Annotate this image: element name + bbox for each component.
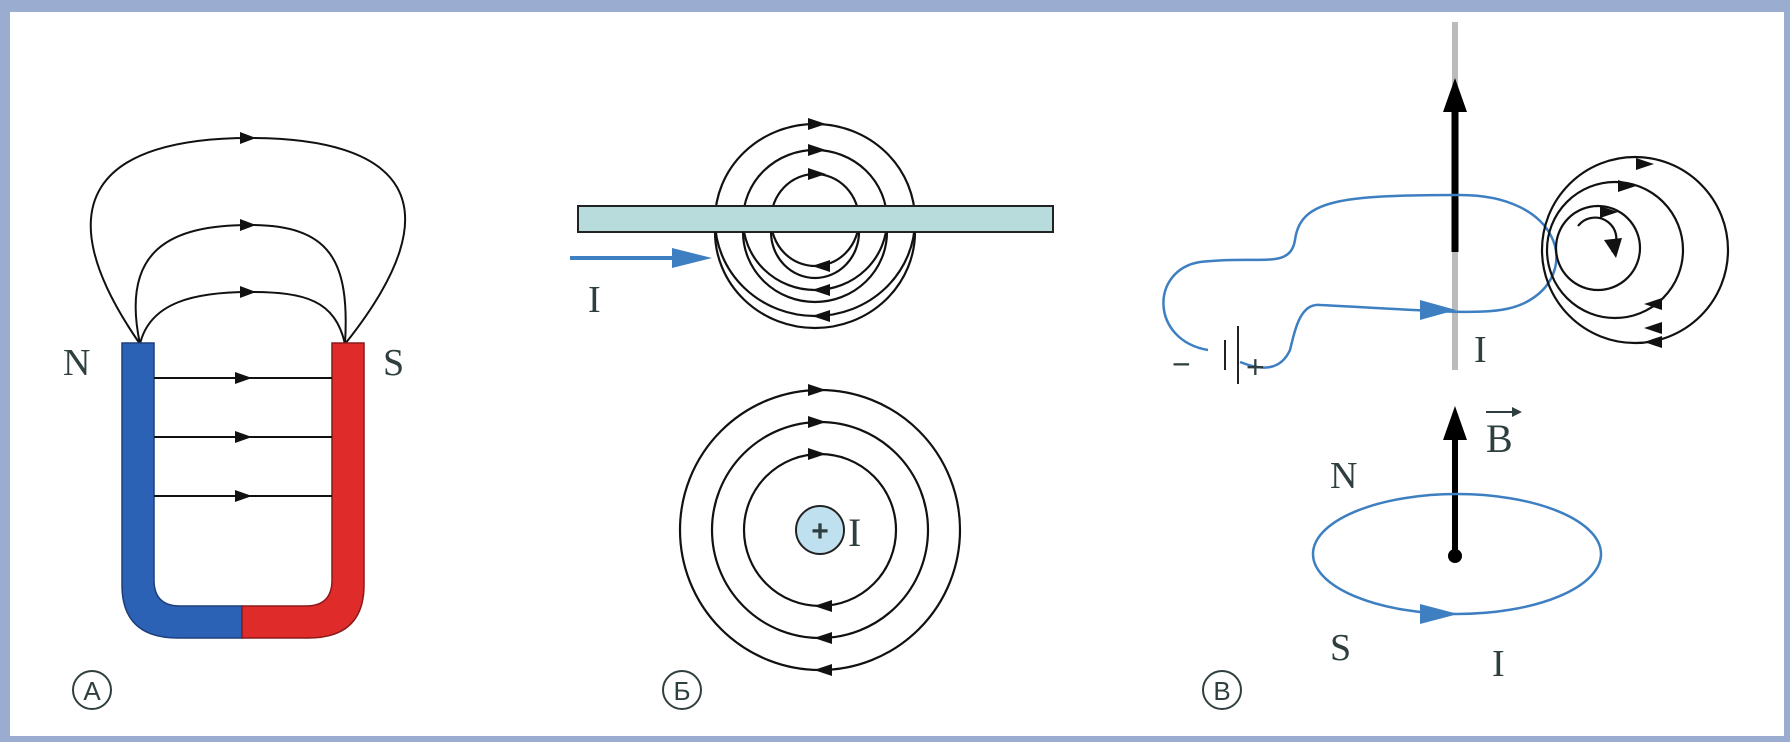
panel-a-horseshoe-magnet: N S А	[63, 132, 406, 710]
arrow-head	[240, 132, 256, 144]
north-pole-label: N	[1330, 455, 1357, 497]
current-arrow-loop	[1420, 300, 1456, 320]
current-arrow-loop	[1420, 604, 1458, 624]
arrow-head	[240, 219, 256, 231]
circuit-wire	[1162, 193, 1558, 369]
field-label: B	[1486, 416, 1513, 461]
battery-minus: −	[1172, 346, 1191, 382]
panel-b-label: Б	[673, 676, 690, 706]
field-ring-middle	[1545, 180, 1685, 320]
panel-a-marker	[72, 670, 112, 710]
arrow-head	[240, 286, 256, 298]
magnet-north-arm	[121, 342, 243, 639]
panel-v-marker	[1202, 670, 1242, 710]
current-arrow-up	[1443, 78, 1467, 112]
panel-v-right-hand-rule: − + I B N S I В	[1162, 22, 1730, 710]
current-label-cross: I	[848, 510, 861, 555]
battery-plus: +	[1246, 349, 1265, 385]
field-ring-inner	[1554, 204, 1642, 292]
wire-rod	[577, 205, 1054, 233]
panel-v-label: В	[1213, 676, 1230, 706]
south-pole-label: S	[383, 342, 404, 384]
north-pole-label: N	[63, 342, 90, 384]
field-ring-outer	[1540, 155, 1730, 345]
field-line-outer	[89, 136, 406, 345]
plus-sign: +	[811, 515, 829, 548]
current-out-of-page-icon	[795, 505, 845, 555]
current-arrow-head	[672, 248, 712, 268]
current-label-wire: I	[588, 279, 601, 321]
south-pole-label: S	[1330, 627, 1351, 669]
arrow-head	[235, 372, 252, 384]
panel-b-marker	[662, 670, 702, 710]
current-label-wire: I	[1474, 329, 1487, 371]
magnet-south-arm	[241, 342, 365, 639]
current-label-loop: I	[1492, 643, 1505, 685]
field-line-inner	[139, 290, 346, 345]
field-line-middle	[134, 223, 347, 345]
arrow-head	[235, 490, 252, 502]
panel-b-straight-wire: I + I Б	[570, 118, 1054, 710]
panel-a-label: А	[83, 676, 101, 706]
arrow-head	[235, 431, 252, 443]
field-vector-arrow	[1443, 406, 1467, 440]
